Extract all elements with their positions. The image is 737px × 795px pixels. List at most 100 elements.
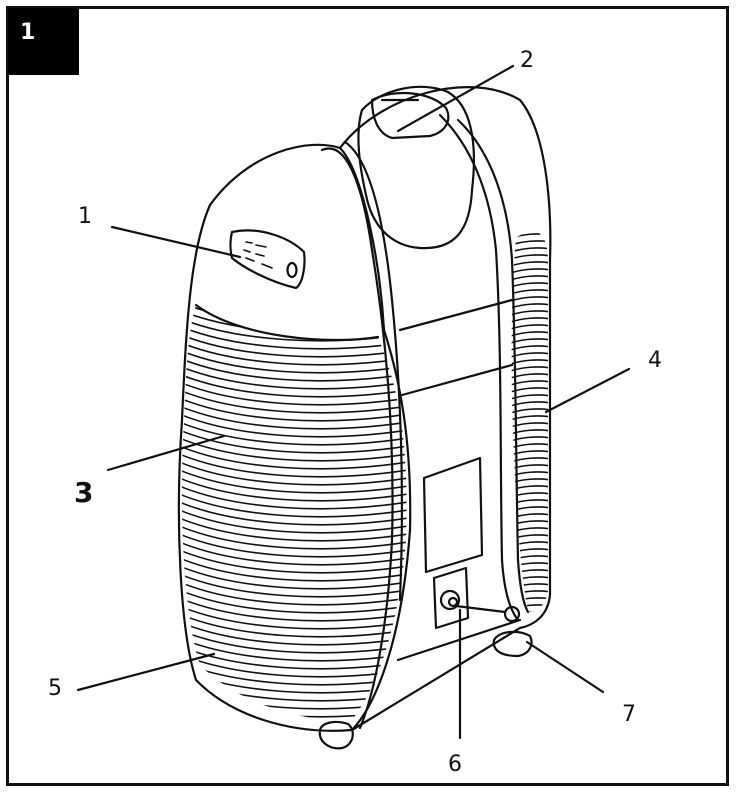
- grille-slat: [511, 541, 548, 549]
- grille-slat: [181, 489, 407, 518]
- grille-slat: [511, 338, 548, 346]
- grille-slat: [511, 569, 548, 577]
- grille-slat: [181, 337, 407, 366]
- front-air-grille: [181, 305, 407, 722]
- grille-slat: [511, 261, 548, 269]
- grille-slat: [511, 422, 548, 430]
- grille-slat: [511, 345, 548, 353]
- rear-strap-inner: [438, 113, 520, 622]
- grille-slat: [511, 275, 548, 283]
- grille-slat: [511, 317, 548, 325]
- grille-slat: [181, 401, 407, 430]
- drain-tube: [454, 604, 507, 614]
- grille-slat: [511, 394, 548, 402]
- grille-slat: [181, 513, 407, 542]
- grille-slat: [511, 548, 548, 556]
- grille-slat: [181, 577, 407, 606]
- grille-slat: [511, 597, 548, 605]
- grille-slat: [511, 408, 548, 416]
- grille-slat: [181, 537, 407, 566]
- grille-slat: [511, 310, 548, 318]
- grille-slat: [181, 593, 407, 622]
- grille-slat: [181, 665, 407, 694]
- grille-slat: [511, 436, 548, 444]
- grille-slat: [511, 359, 548, 367]
- grille-slat: [181, 393, 407, 422]
- grille-slat: [181, 529, 407, 558]
- control-panel: [229, 229, 306, 290]
- grille-slat: [181, 385, 407, 414]
- grille-slat: [511, 583, 548, 591]
- head-lower-edge: [194, 303, 380, 342]
- grille-slat: [181, 417, 407, 446]
- rear-strap: [456, 118, 530, 614]
- grille-slat: [511, 230, 548, 234]
- grille-slat: [181, 553, 407, 582]
- grille-slat: [511, 450, 548, 458]
- rear-wheel: [492, 630, 533, 658]
- grille-slat: [511, 282, 548, 290]
- grille-slat: [181, 545, 407, 574]
- grille-slat: [181, 569, 407, 598]
- grille-slat: [511, 604, 548, 612]
- leader-line-5: [76, 652, 216, 692]
- grille-slat: [511, 324, 548, 332]
- grille-slat: [511, 555, 548, 563]
- grille-slat: [505, 220, 555, 226]
- grille-slat: [181, 481, 407, 510]
- grille-slat: [511, 296, 548, 304]
- grille-slat: [511, 352, 548, 360]
- grille-slat: [511, 268, 548, 276]
- grille-slat: [511, 457, 548, 465]
- side-air-grille: [505, 220, 555, 612]
- grille-slat: [511, 485, 548, 493]
- leader-line-3: [106, 434, 226, 472]
- grille-slat: [511, 513, 548, 521]
- grille-slat: [181, 457, 407, 486]
- grille-slat: [511, 401, 548, 409]
- grille-slat: [511, 534, 548, 542]
- rear-panel-line-1: [398, 298, 514, 332]
- grille-slat: [181, 521, 407, 550]
- callout-3: 3: [74, 476, 94, 509]
- grille-slat: [181, 377, 407, 406]
- grille-slat: [181, 449, 407, 478]
- hose-plug-icon: [503, 605, 521, 623]
- grille-slat: [181, 433, 407, 462]
- grille-slat: [181, 361, 407, 390]
- grille-slat: [511, 464, 548, 472]
- grille-slat: [181, 497, 407, 526]
- grille-slat: [181, 369, 407, 398]
- grille-slat: [181, 409, 407, 438]
- grille-slat: [181, 473, 407, 502]
- leader-line-1: [110, 225, 242, 259]
- grille-slat: [511, 366, 548, 374]
- grille-slat: [511, 289, 548, 297]
- leader-line-4: [544, 367, 631, 414]
- grille-slat: [511, 527, 548, 535]
- callout-2: 2: [520, 48, 534, 73]
- grille-slat: [511, 387, 548, 395]
- grille-slat: [181, 585, 407, 614]
- grille-slat: [511, 254, 548, 262]
- grille-slat: [181, 425, 407, 454]
- grille-slat: [181, 641, 407, 670]
- grille-slat: [511, 429, 548, 437]
- grille-slat: [511, 233, 548, 241]
- grille-slat: [511, 506, 548, 514]
- callout-1: 1: [78, 204, 92, 229]
- side-strap-inner: [343, 140, 404, 602]
- grille-slat: [181, 505, 407, 534]
- grille-slat: [511, 520, 548, 528]
- grille-slat: [511, 576, 548, 584]
- callout-7: 7: [622, 702, 636, 727]
- drain-outlet-icon: [439, 589, 461, 611]
- handle-cavity: [357, 85, 475, 250]
- callout-4: 4: [648, 348, 662, 373]
- grille-slat: [181, 353, 407, 382]
- grille-slat: [181, 561, 407, 590]
- grille-slat: [511, 415, 548, 423]
- callout-6: 6: [448, 752, 462, 777]
- grille-slat: [511, 380, 548, 388]
- grille-slat: [181, 465, 407, 494]
